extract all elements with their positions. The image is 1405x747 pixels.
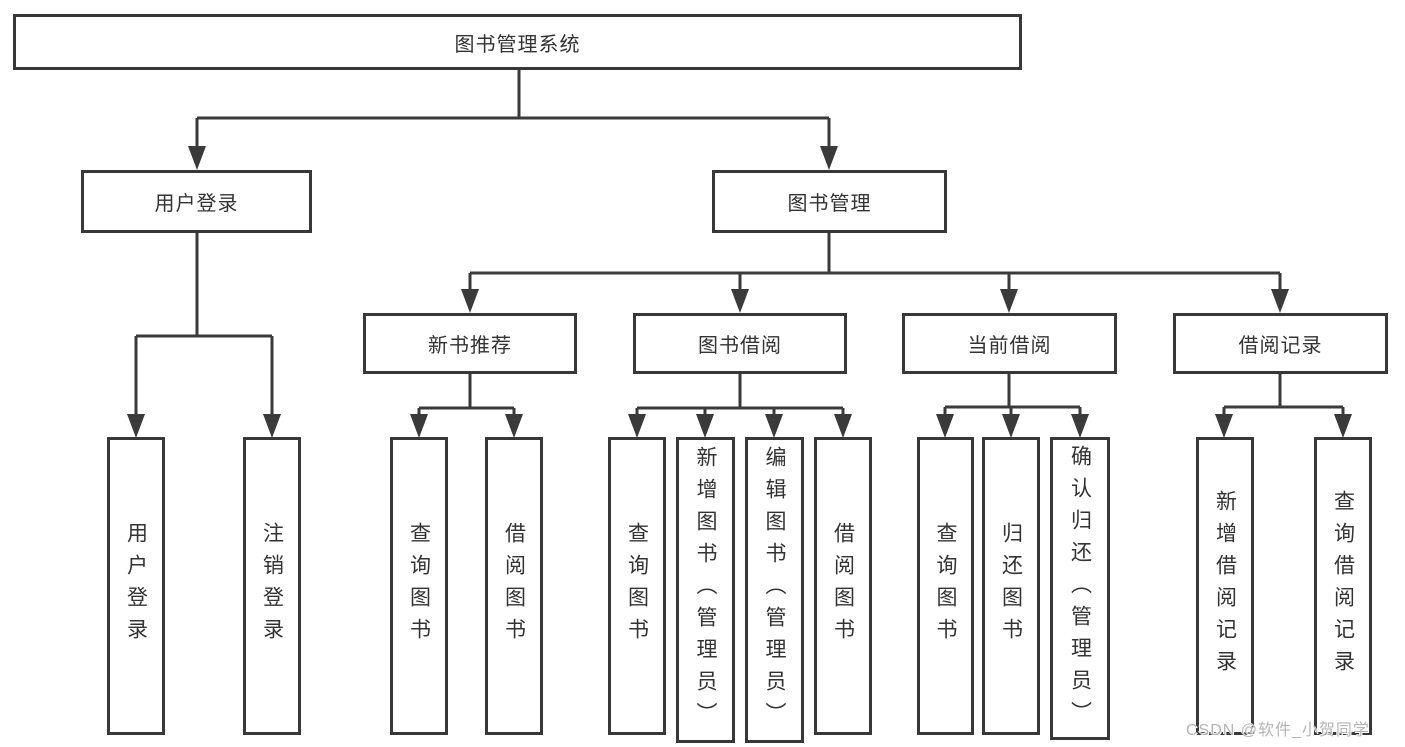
arrowhead-icon [1000, 289, 1018, 313]
arrowhead-icon [834, 414, 852, 438]
connector-line [417, 374, 516, 418]
node-borrow-books-recommend: 借阅图书 [485, 437, 543, 735]
node-query-books-recommend: 查询图书 [390, 437, 448, 735]
node-label: 图书管理系统 [454, 33, 581, 56]
node-book-management: 图书管理 [712, 170, 947, 233]
connector-current-borrow-children [936, 374, 1089, 438]
arrowhead-icon [505, 414, 523, 438]
arrowhead-icon [765, 414, 783, 438]
node-borrow-records: 借阅记录 [1173, 313, 1388, 374]
arrowhead-icon [1071, 414, 1089, 438]
node-label: 借阅记录 [1238, 335, 1323, 357]
node-new-book-recommend: 新书推荐 [363, 313, 577, 374]
watermark-text: CSDN @软件_小贺同学 [1186, 722, 1370, 739]
node-label: 归还图书 [999, 522, 1023, 650]
arrowhead-icon [731, 289, 749, 313]
node-return-book: 归还图书 [982, 437, 1040, 735]
node-label: 当前借阅 [967, 335, 1052, 357]
connector-line [134, 233, 274, 418]
connector-book-management-children [461, 233, 1289, 313]
arrowhead-icon [1002, 414, 1020, 438]
node-logout-leaf: 注销登录 [243, 437, 301, 735]
arrowhead-icon [628, 414, 646, 438]
node-system-root: 图书管理系统 [13, 14, 1022, 70]
node-confirm-return-admin: 确认归还（管理员） [1050, 437, 1110, 740]
arrowhead-icon [188, 146, 206, 170]
node-label: 查询图书 [934, 522, 957, 650]
arrowhead-icon [696, 414, 714, 438]
node-add-borrow-record: 新增借阅记录 [1196, 437, 1254, 735]
node-label: 用户登录 [124, 522, 148, 650]
arrowhead-icon [1271, 289, 1289, 313]
arrowhead-icon [410, 414, 428, 438]
node-label: 图书管理 [787, 193, 872, 215]
arrowhead-icon [1215, 414, 1233, 438]
connector-borrow-records-children [1215, 374, 1352, 438]
node-label: 查询借阅记录 [1331, 490, 1355, 682]
node-label: 编辑图书（管理员） [763, 446, 786, 734]
arrowhead-icon [127, 414, 145, 438]
node-query-books-borrow: 查询图书 [608, 437, 666, 735]
connector-new-book-children [410, 374, 523, 438]
arrowhead-icon [820, 146, 838, 170]
connector-line [195, 69, 831, 150]
arrowhead-icon [461, 289, 479, 313]
node-label: 查询图书 [407, 522, 431, 650]
connector-root-to-level2 [188, 69, 838, 170]
node-label: 用户登录 [154, 193, 239, 215]
node-edit-book-admin: 编辑图书（管理员） [745, 437, 804, 743]
node-label: 借阅图书 [831, 522, 855, 650]
connector-line [1222, 374, 1345, 418]
node-label: 查询图书 [625, 522, 649, 650]
connector-line [468, 233, 1282, 293]
node-label: 新书推荐 [428, 335, 512, 357]
node-label: 确认归还（管理员） [1068, 444, 1092, 733]
node-add-book-admin: 新增图书（管理员） [676, 437, 735, 743]
node-label: 借阅图书 [502, 522, 526, 650]
node-label: 新增借阅记录 [1213, 490, 1237, 682]
connector-user-login-children [127, 233, 281, 438]
node-query-books-current: 查询图书 [917, 437, 974, 735]
node-book-borrowing: 图书借阅 [633, 313, 847, 374]
arrowhead-icon [263, 414, 281, 438]
node-borrow-books-leaf: 借阅图书 [814, 437, 872, 735]
node-label: 图书借阅 [698, 335, 782, 357]
node-label: 注销登录 [260, 522, 284, 650]
connector-book-borrow-children [628, 374, 852, 438]
node-query-borrow-record: 查询借阅记录 [1314, 437, 1372, 735]
connector-line [635, 374, 845, 418]
connector-line [943, 374, 1082, 418]
node-current-borrowing: 当前借阅 [902, 313, 1117, 374]
node-label: 新增图书（管理员） [694, 446, 717, 734]
node-user-login-leaf: 用户登录 [107, 437, 165, 735]
node-user-login: 用户登录 [81, 170, 312, 233]
arrowhead-icon [1334, 414, 1352, 438]
arrowhead-icon [936, 414, 954, 438]
